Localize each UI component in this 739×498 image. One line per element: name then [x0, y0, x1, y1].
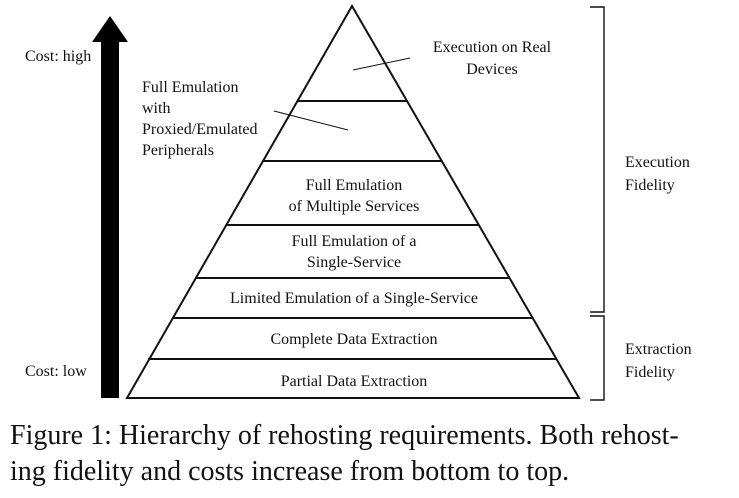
execution-real-devices-leader [352, 57, 411, 71]
cost-arrow-shaft [101, 40, 119, 398]
level-label-partial-data-extraction: Partial Data Extraction [281, 373, 428, 390]
extraction-fidelity-bracket [590, 315, 605, 401]
pyramid [125, 3, 581, 399]
figure-caption: Figure 1: Hierarchy of rehosting require… [10, 418, 730, 490]
level-label-execution-real-devices-line2: Devices [466, 61, 518, 78]
caption-line-1: Figure 1: Hierarchy of rehosting require… [10, 420, 679, 451]
execution-fidelity-label-line1: Execution [625, 154, 690, 171]
proxied-emulated-leader [273, 110, 349, 131]
cost-arrow-head [92, 16, 128, 42]
cost-high-label: Cost: high [25, 48, 91, 65]
cost-arrow [92, 16, 128, 398]
extraction-fidelity-label-line1: Extraction [625, 341, 692, 358]
level-label-multiple-services-line1: Full Emulation [306, 177, 402, 194]
hierarchy-diagram: Cost: high Cost: low Execution on Real D… [25, 3, 692, 401]
level-label-full-emulation-proxied-line1: Full Emulation [142, 79, 238, 96]
level-label-execution-real-devices-line1: Execution on Real [433, 39, 552, 56]
level-label-full-emulation-proxied-line3: Proxied/Emulated [142, 121, 258, 138]
cost-low-label: Cost: low [25, 363, 87, 380]
level-label-single-service-line2: Single-Service [307, 254, 401, 271]
level-label-full-emulation-proxied-line4: Peripherals [142, 142, 214, 159]
execution-fidelity-label-line2: Fidelity [625, 177, 675, 194]
extraction-fidelity-label-line2: Fidelity [625, 364, 675, 381]
caption-line-2: ing fidelity and costs increase from bot… [10, 456, 570, 487]
execution-fidelity-bracket [590, 6, 605, 313]
rehosting-hierarchy-figure: Cost: high Cost: low Execution on Real D… [25, 3, 692, 401]
level-label-full-emulation-proxied-line2: with [142, 100, 170, 117]
level-label-single-service-line1: Full Emulation of a [292, 233, 417, 250]
level-label-limited-emulation: Limited Emulation of a Single-Service [230, 290, 478, 307]
level-label-complete-data-extraction: Complete Data Extraction [270, 331, 437, 348]
level-label-multiple-services-line2: of Multiple Services [289, 198, 420, 215]
pyramid-outline [125, 3, 581, 399]
